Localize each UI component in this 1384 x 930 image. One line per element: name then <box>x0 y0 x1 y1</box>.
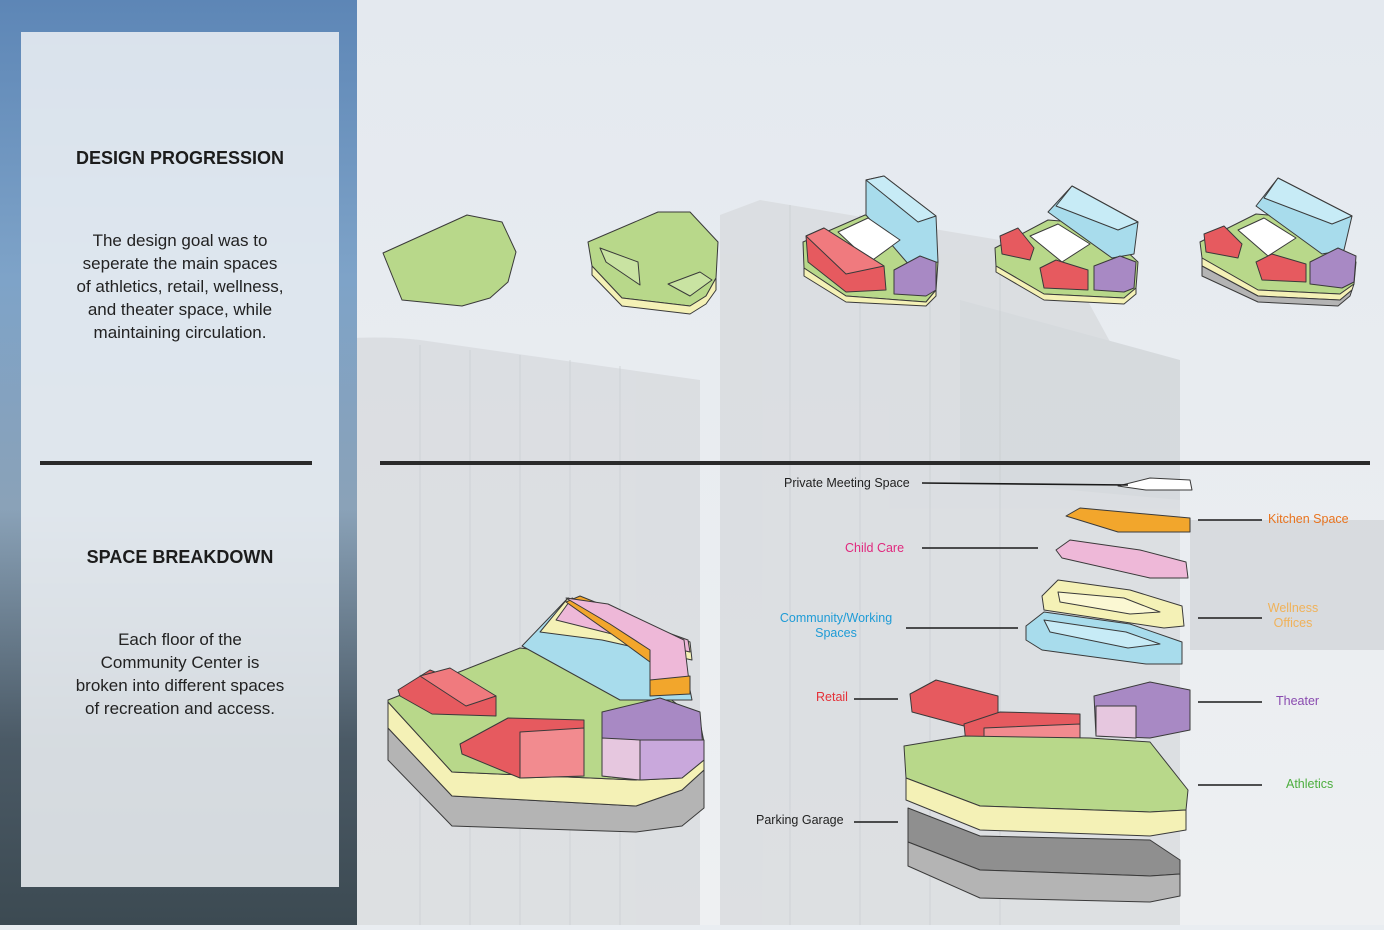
label-retail: Retail <box>816 690 848 704</box>
design-progression-text: The design goal was to seperate the main… <box>76 231 284 342</box>
design-progression-heading: DESIGN PROGRESSION <box>75 148 285 168</box>
right-divider <box>380 461 1370 465</box>
label-kitchen: Kitchen Space <box>1268 512 1349 526</box>
label-theater: Theater <box>1276 694 1320 708</box>
text-panel <box>21 32 339 887</box>
space-breakdown-heading: SPACE BREAKDOWN <box>86 547 274 567</box>
progression-step-1 <box>382 214 517 307</box>
label-wellness: Wellness Offices <box>1267 601 1319 630</box>
assembled-building <box>387 595 705 833</box>
kitchen-slab <box>1065 507 1191 533</box>
leader-lines <box>854 482 1262 823</box>
progression-step-4 <box>994 185 1139 305</box>
label-athletics: Athletics <box>1286 777 1334 791</box>
child-care-slab <box>1055 539 1189 579</box>
private-meeting-slab <box>1117 477 1193 491</box>
label-private-meeting: Private Meeting Space <box>784 476 910 490</box>
exploded-floors <box>903 477 1193 903</box>
space-breakdown-text: Each floor of the Community Center is br… <box>75 630 285 718</box>
progression-step-5 <box>1199 177 1357 307</box>
left-divider <box>40 461 312 465</box>
label-parking: Parking Garage <box>756 813 844 827</box>
label-child-care: Child Care <box>845 541 905 555</box>
label-community: Community/Working Spaces <box>779 611 893 640</box>
progression-step-2 <box>587 211 719 315</box>
progression-step-3 <box>802 175 939 307</box>
